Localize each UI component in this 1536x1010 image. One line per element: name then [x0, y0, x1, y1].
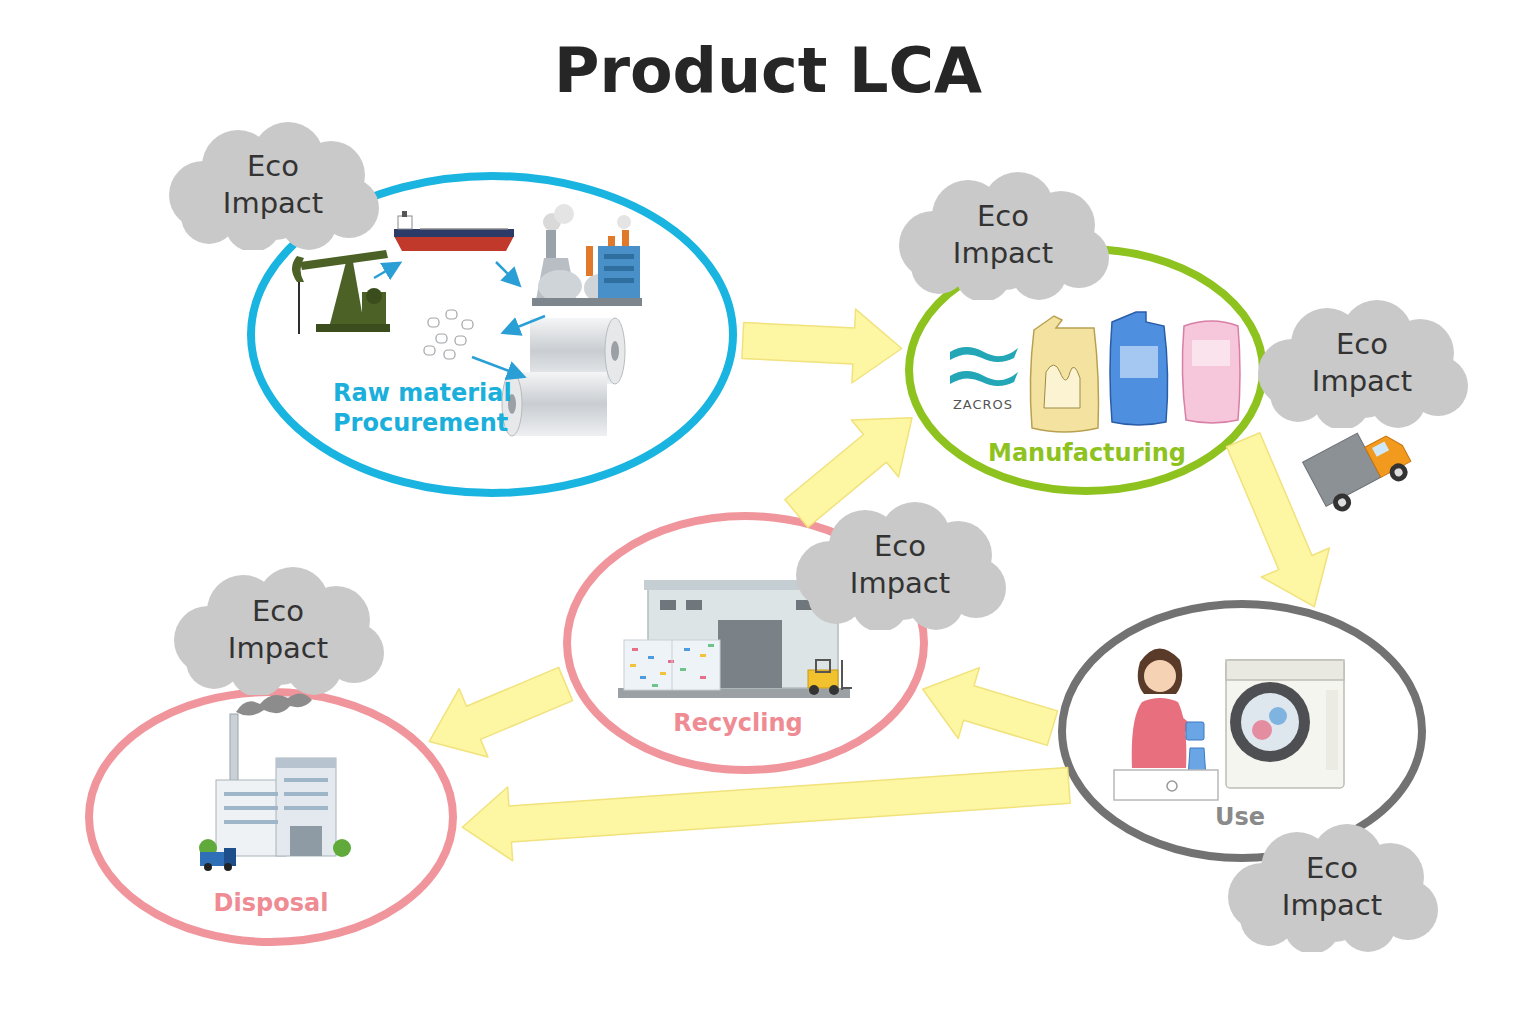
stage-label: Disposal [171, 888, 371, 918]
cloud-shape [168, 565, 388, 695]
eco-impact-cloud: Eco Impact [893, 170, 1113, 300]
cloud-shape [1222, 822, 1442, 952]
lifecycle-stage: Disposal [85, 688, 457, 946]
eco-impact-cloud: Eco Impact [1222, 822, 1442, 952]
cloud-shape [790, 500, 1010, 630]
eco-impact-cloud: Eco Impact [168, 565, 388, 695]
delivery-truck-part [1330, 490, 1354, 514]
stage-ellipse [89, 692, 453, 942]
cloud-text: Eco Impact [203, 593, 353, 667]
cloud-text: Eco Impact [198, 148, 348, 222]
delivery-truck-part [1372, 441, 1389, 456]
delivery-truck-part [1365, 431, 1411, 477]
diagram-title: Product LCA [0, 34, 1536, 107]
flow-arrow [742, 309, 902, 383]
delivery-truck-part [1337, 497, 1348, 508]
stage-ellipse [909, 249, 1263, 491]
eco-impact-cloud: Eco Impact [790, 500, 1010, 630]
eco-impact-cloud: Eco Impact [1252, 298, 1472, 428]
cloud-shape [163, 120, 383, 250]
logo-text: ZACROS [941, 397, 1025, 413]
delivery-truck-part [1386, 460, 1410, 484]
cloud-text: Eco Impact [1257, 850, 1407, 924]
stage-label: Raw material Procurement [333, 378, 538, 438]
eco-impact-cloud: Eco Impact [163, 120, 383, 250]
cloud-text: Eco Impact [825, 528, 975, 602]
stage-ellipse [1062, 604, 1422, 858]
delivery-truck-part [1393, 467, 1404, 478]
delivery-truck-part [1303, 433, 1381, 506]
flow-arrow [429, 667, 572, 757]
cloud-text: Eco Impact [928, 198, 1078, 272]
cloud-text: Eco Impact [1287, 326, 1437, 400]
cloud-shape [893, 170, 1113, 300]
delivery-truck [1303, 417, 1417, 518]
flow-arrow [462, 767, 1070, 860]
lifecycle-stage: Use [1058, 600, 1426, 862]
stage-label: Recycling [638, 708, 838, 738]
stage-ellipse [251, 176, 733, 493]
cloud-shape [1252, 298, 1472, 428]
stage-label: Manufacturing [962, 438, 1212, 468]
flow-arrow [923, 668, 1058, 746]
stage-label: Use [1190, 802, 1290, 832]
flow-arrow [1227, 433, 1330, 607]
